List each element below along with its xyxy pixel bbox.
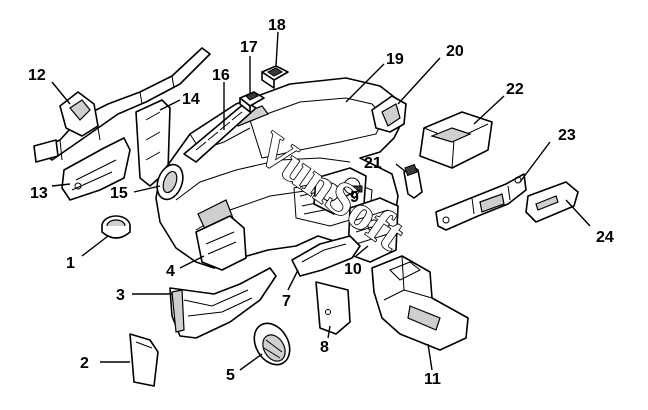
part-23-side-bracket (435, 173, 527, 231)
label-5: 5 (226, 367, 235, 384)
label-16: 16 (212, 67, 230, 84)
label-24: 24 (596, 229, 614, 246)
part-2-end-cap (129, 333, 159, 387)
part-18-clip (261, 65, 289, 89)
part-8-side-panel (315, 281, 351, 335)
label-21: 21 (364, 155, 382, 172)
label-12: 12 (28, 67, 46, 84)
part-12-crossbar (33, 47, 211, 163)
part-labels: 1 2 3 4 5 7 8 9 10 11 12 13 14 15 16 17 … (28, 17, 614, 388)
label-20: 20 (446, 43, 464, 60)
label-11: 11 (424, 371, 441, 388)
label-4: 4 (166, 263, 175, 280)
label-9: 9 (350, 189, 359, 206)
part-21-switch (403, 163, 423, 199)
label-8: 8 (320, 339, 329, 356)
label-3: 3 (116, 287, 125, 304)
part-15-side-vent (156, 163, 184, 201)
part-4-lower-panel (195, 215, 247, 271)
label-23: 23 (558, 127, 576, 144)
part-13-side-bracket (61, 137, 131, 201)
part-7-cluster-bezel (291, 235, 361, 277)
part-22-module (419, 111, 493, 169)
part-11-floor-console (371, 255, 469, 351)
part-1-speaker (101, 215, 131, 239)
leader-lines (51, 31, 591, 371)
label-19: 19 (386, 51, 404, 68)
label-2: 2 (80, 355, 89, 372)
label-18: 18 (268, 17, 286, 34)
label-7: 7 (282, 293, 291, 310)
label-10: 10 (344, 261, 362, 278)
label-14: 14 (182, 91, 200, 108)
part-20-corner-vent (371, 95, 407, 133)
part-24-trim-panel (525, 181, 579, 223)
part-5-round-vent (253, 322, 291, 366)
label-1: 1 (66, 255, 75, 272)
label-15: 15 (110, 185, 128, 202)
part-3-knee-panel (169, 267, 277, 339)
label-22: 22 (506, 81, 524, 98)
label-17: 17 (240, 39, 258, 56)
label-13: 13 (30, 185, 48, 202)
part-16-defroster (183, 101, 257, 163)
